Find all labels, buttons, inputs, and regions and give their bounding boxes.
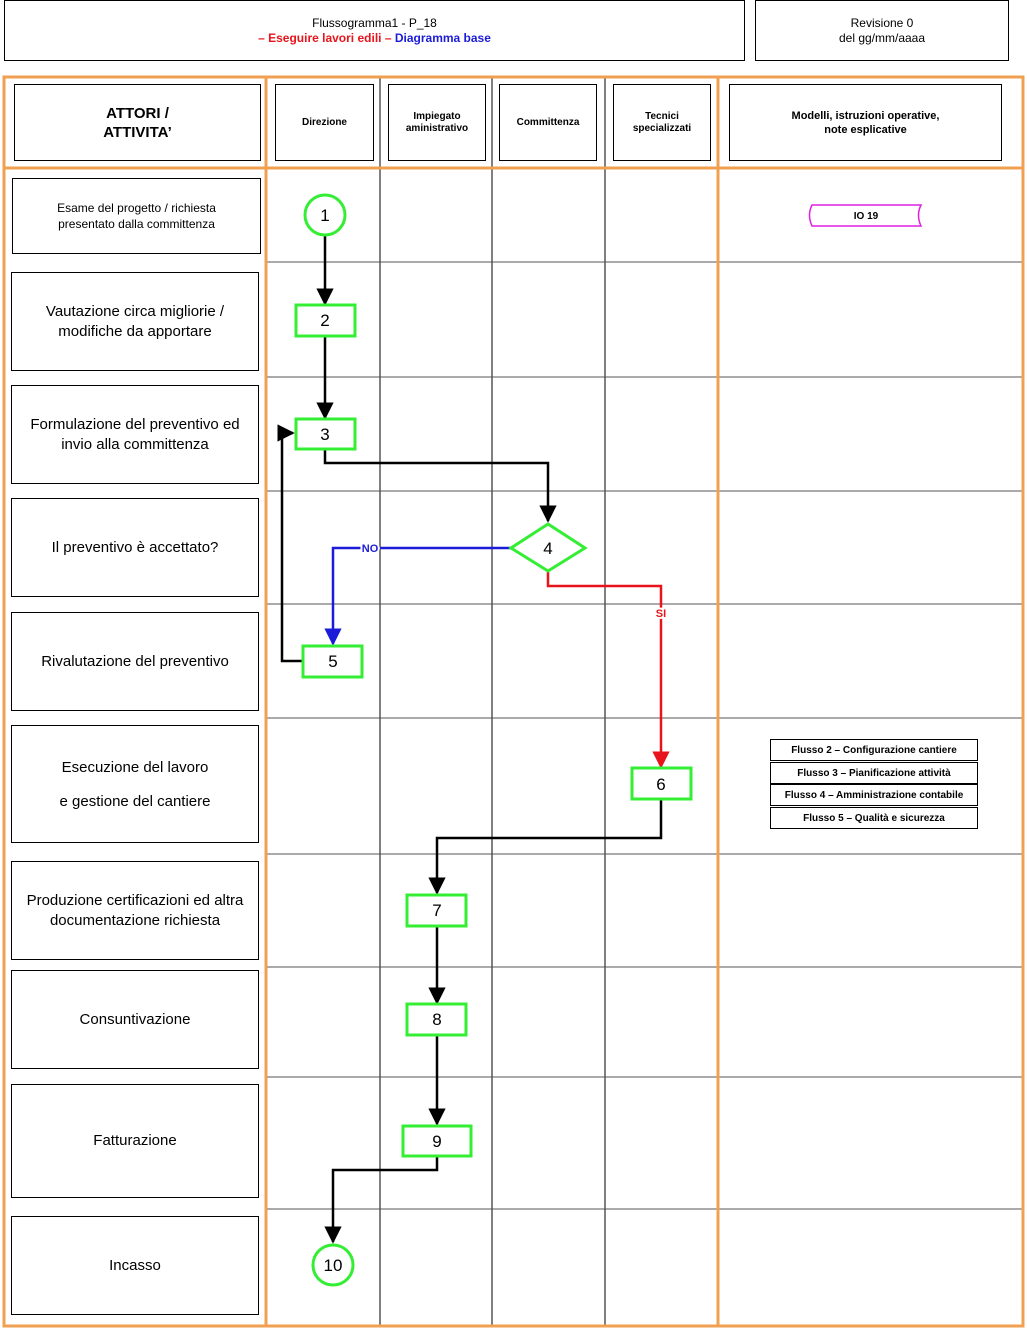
node-label-9: 9 [432,1132,441,1151]
edge-4-6-si [546,571,670,769]
node-label-3: 3 [320,425,329,444]
node-label-5: 5 [328,652,337,671]
document-io19-shape [808,204,923,227]
edge-label-si: SI [656,608,666,620]
node-8 [405,1002,468,1037]
subtitle-process: – Eseguire lavori edili – [258,31,392,45]
edge-4-5-no [324,546,512,646]
revision-box: Revisione 0 del gg/mm/aaaa [755,0,1009,61]
node-decision-4 [508,522,588,573]
subtitle-type: Diagramma base [394,31,491,45]
activity-7: Produzione certificazioni ed altra docum… [11,861,259,960]
node-start-1 [303,193,347,237]
node-end-10 [311,1243,355,1287]
flusso-5-reference: Flusso 5 – Qualità e sicurezza [770,807,978,829]
edge-9-10 [324,1157,439,1244]
diagram-title: Flussogramma1 - P_18 [312,16,437,30]
revision-date: del gg/mm/aaaa [838,31,926,45]
diagram-title-box: Flussogramma1 - P_18 – Eseguire lavori e… [4,0,745,61]
lane-separators [379,78,606,1326]
node-2 [294,303,357,338]
edge-label-no: NO [362,543,379,555]
document-io19-label: IO 19 [854,211,879,222]
activity-10: Incasso [11,1216,259,1315]
edge-5-3-loop [277,424,303,663]
activity-5: Rivalutazione del preventivo [11,612,259,711]
activity-3: Formulazione del preventivo ed invio all… [11,385,259,484]
activity-9: Fatturazione [11,1084,259,1198]
diagram-subtitle: – Eseguire lavori edili – Diagramma base [5,31,744,46]
activity-2: Vautazione circa migliorie / modifiche d… [11,272,259,371]
header-modelli: Modelli, istruzioni operative, note espl… [729,84,1002,161]
header-actors: ATTORI / ATTIVITA’ [14,84,261,161]
header-committenza: Committenza [499,84,597,161]
node-label-4: 4 [543,539,552,558]
node-label-8: 8 [432,1010,441,1029]
node-label-1: 1 [320,206,329,225]
activity-4: Il preventivo è accettato? [11,498,259,597]
flusso-2-reference: Flusso 2 – Configurazione cantiere [770,739,978,761]
header-direzione: Direzione [275,84,374,161]
activity-8: Consuntivazione [11,970,259,1069]
header-impiegato: Impiegato aministrativo [388,84,486,161]
node-label-7: 7 [432,901,441,920]
activity-1: Esame del progetto / richiesta presentat… [12,178,261,254]
revision-number: Revisione 0 [850,16,914,30]
edge-3-4 [323,449,557,523]
node-label-2: 2 [320,311,329,330]
lane-borders [2,75,1025,1328]
flow-connectors [277,236,670,1244]
row-separators [266,261,1023,1210]
node-5 [301,644,364,679]
edge-6-7 [428,800,663,895]
node-3 [294,417,357,451]
activity-6: Esecuzione del lavoro e gestione del can… [11,725,259,843]
node-6 [630,766,693,801]
node-7 [405,893,468,928]
header-tecnici: Tecnici specializzati [613,84,711,161]
flusso-3-reference: Flusso 3 – Pianificazione attività [770,762,978,784]
node-label-6: 6 [656,775,665,794]
node-labels: 1 2 3 4 5 6 7 8 9 10 [320,206,665,1275]
node-label-10: 10 [324,1256,343,1275]
flusso-4-reference: Flusso 4 – Amministrazione contabile [770,784,978,806]
node-9 [401,1124,473,1158]
flow-nodes [294,193,693,1287]
